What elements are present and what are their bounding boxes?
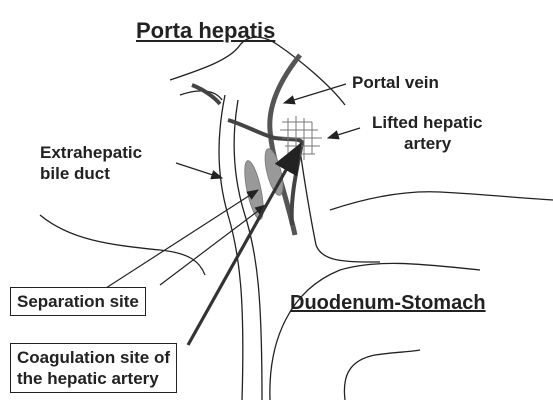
coagulation-site-box: Coagulation site of the hepatic artery [10,343,177,393]
label-bile-duct-1: Extrahepatic [40,142,142,163]
separation-site-box: Separation site [10,287,146,316]
arrow-separation-2 [160,205,266,285]
portal-vein [270,55,300,235]
label-coagulation-2: the hepatic artery [17,368,170,389]
stomach-outline [344,350,420,400]
label-bile-duct-2: bile duct [40,163,110,184]
label-portal-vein: Portal vein [352,72,439,93]
arrow-portal-vein [284,84,346,103]
liver-lower-right [330,192,553,210]
label-separation-site: Separation site [17,292,139,311]
arrow-bile-duct [176,163,222,178]
hilum-right-contour [300,150,380,262]
label-lifted-artery-1: Lifted hepatic [372,112,483,133]
label-coagulation-1: Coagulation site of [17,347,170,368]
bile-duct-right-wall [234,100,262,400]
bile-duct-left-wall [219,95,243,400]
left-lower-contour [40,215,205,275]
diagram-title: Porta hepatis [136,18,275,44]
label-lifted-artery-2: artery [404,133,451,154]
arrow-coagulation [188,145,300,345]
arrow-lifted-artery [328,128,360,138]
arrow-separation-1 [106,190,258,288]
liver-outline-upper [170,37,345,105]
duodenum-outline [270,263,480,400]
label-duodenum-stomach: Duodenum-Stomach [290,292,486,315]
